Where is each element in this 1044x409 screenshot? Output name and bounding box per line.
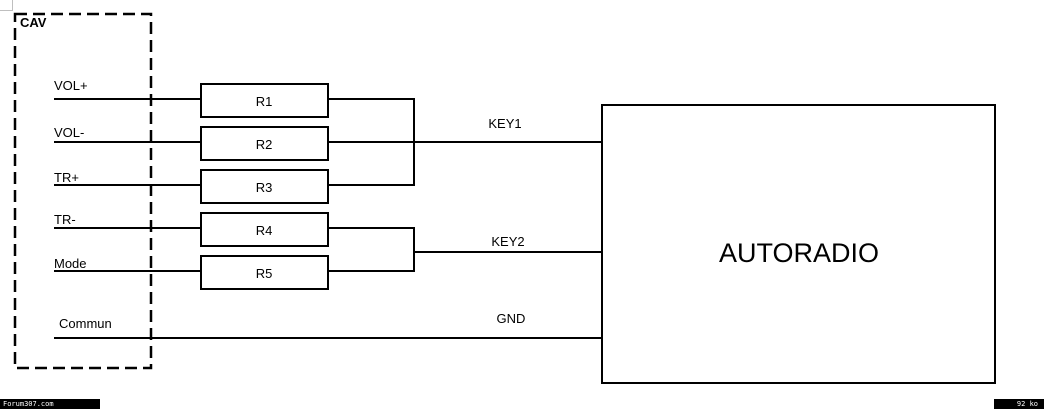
resistor-r1 bbox=[200, 83, 329, 118]
footer-size-bar: 92 ko bbox=[994, 399, 1044, 409]
autoradio-label: AUTORADIO bbox=[719, 238, 879, 268]
cav-title: CAV bbox=[20, 15, 47, 30]
resistor-r5 bbox=[200, 255, 329, 290]
cav-dashed-box bbox=[13, 12, 153, 370]
resistor-r4 bbox=[200, 212, 329, 247]
wiring-diagram: CAV VOL+ VOL- TR+ TR- Mode Commun R1 R2 … bbox=[13, 12, 996, 384]
footer-site-bar: Forum307.com bbox=[0, 399, 100, 409]
resistor-label-r3: R3 bbox=[256, 180, 273, 195]
gnd-label: GND bbox=[497, 311, 526, 326]
input-label-commun: Commun bbox=[59, 316, 112, 331]
resistor-label-r4: R4 bbox=[256, 223, 273, 238]
footer-site-text: Forum307.com bbox=[3, 400, 54, 408]
input-label-vol-minus: VOL- bbox=[54, 125, 84, 140]
resistor-label-r1: R1 bbox=[256, 94, 273, 109]
footer-size-text: 92 ko bbox=[1016, 400, 1038, 408]
input-label-mode: Mode bbox=[54, 256, 87, 271]
autoradio-box bbox=[601, 104, 996, 384]
input-label-tr-plus: TR+ bbox=[54, 170, 79, 185]
key2-bus bbox=[328, 227, 415, 272]
key1-label: KEY1 bbox=[488, 116, 521, 131]
resistor-label-r5: R5 bbox=[256, 266, 273, 281]
resistor-r3 bbox=[200, 169, 329, 204]
page-corner-mark bbox=[0, 0, 13, 11]
resistor-r2 bbox=[200, 126, 329, 161]
input-label-tr-minus: TR- bbox=[54, 212, 76, 227]
key2-label: KEY2 bbox=[491, 234, 524, 249]
resistor-label-r2: R2 bbox=[256, 137, 273, 152]
input-label-vol-plus: VOL+ bbox=[54, 78, 88, 93]
